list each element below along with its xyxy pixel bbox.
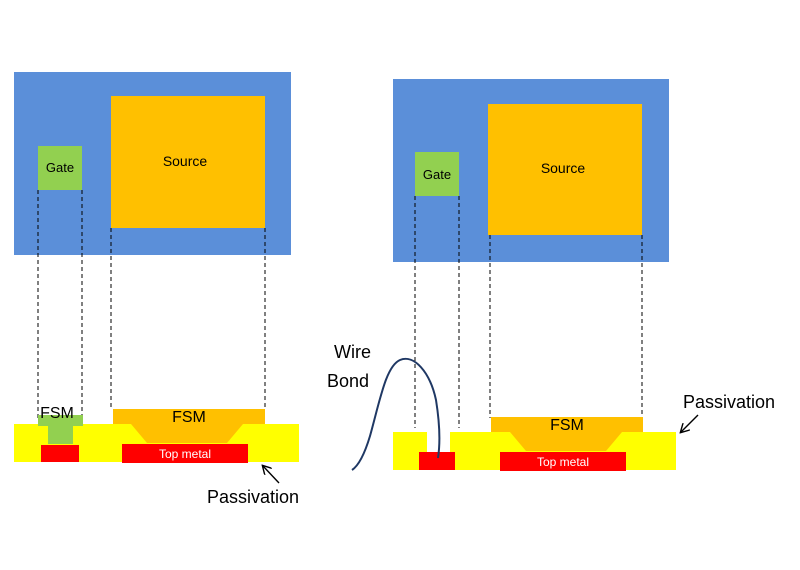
left-source-label: Source: [163, 153, 208, 169]
right-passivation-label: Passivation: [683, 392, 775, 412]
right-source-label: Source: [541, 160, 586, 176]
right-gate-pad: [415, 152, 459, 196]
right-top-metal: [500, 452, 626, 471]
left-panel: Source Gate FSM FSM Top metal Passivatio…: [14, 72, 299, 507]
left-passivation-label: Passivation: [207, 487, 299, 507]
left-passivation-arrow: [263, 466, 280, 484]
left-fsm-source: [113, 409, 265, 443]
right-guide-lines: [414, 196, 643, 428]
left-fsm-source-label: FSM: [172, 409, 206, 426]
wire-bond-label-line1: Wire: [334, 342, 371, 362]
right-fsm-label: FSM: [550, 417, 584, 434]
left-top-metal-label: Top metal: [159, 447, 211, 461]
left-top-metal: [122, 444, 248, 463]
right-top-metal-label: Top metal: [537, 455, 589, 469]
left-fsm-gate-label: FSM: [40, 405, 74, 422]
right-gate-label: Gate: [423, 167, 451, 182]
right-source-pad: [488, 104, 642, 235]
right-passivation-arrow: [681, 414, 699, 432]
left-guide-lines: [37, 190, 266, 418]
left-gate-metal: [41, 445, 79, 462]
left-gate-pad: [38, 146, 82, 190]
left-fsm-gate: [38, 415, 83, 444]
left-source-pad: [111, 96, 265, 228]
left-gate-label: Gate: [46, 160, 74, 175]
right-panel: Source Gate FSM Top metal Wire Bond Pass…: [327, 79, 775, 471]
wire-bond: [351, 357, 441, 471]
right-fsm: [491, 417, 643, 451]
wire-bond-label-line2: Bond: [327, 371, 369, 391]
right-gate-metal: [419, 452, 455, 470]
